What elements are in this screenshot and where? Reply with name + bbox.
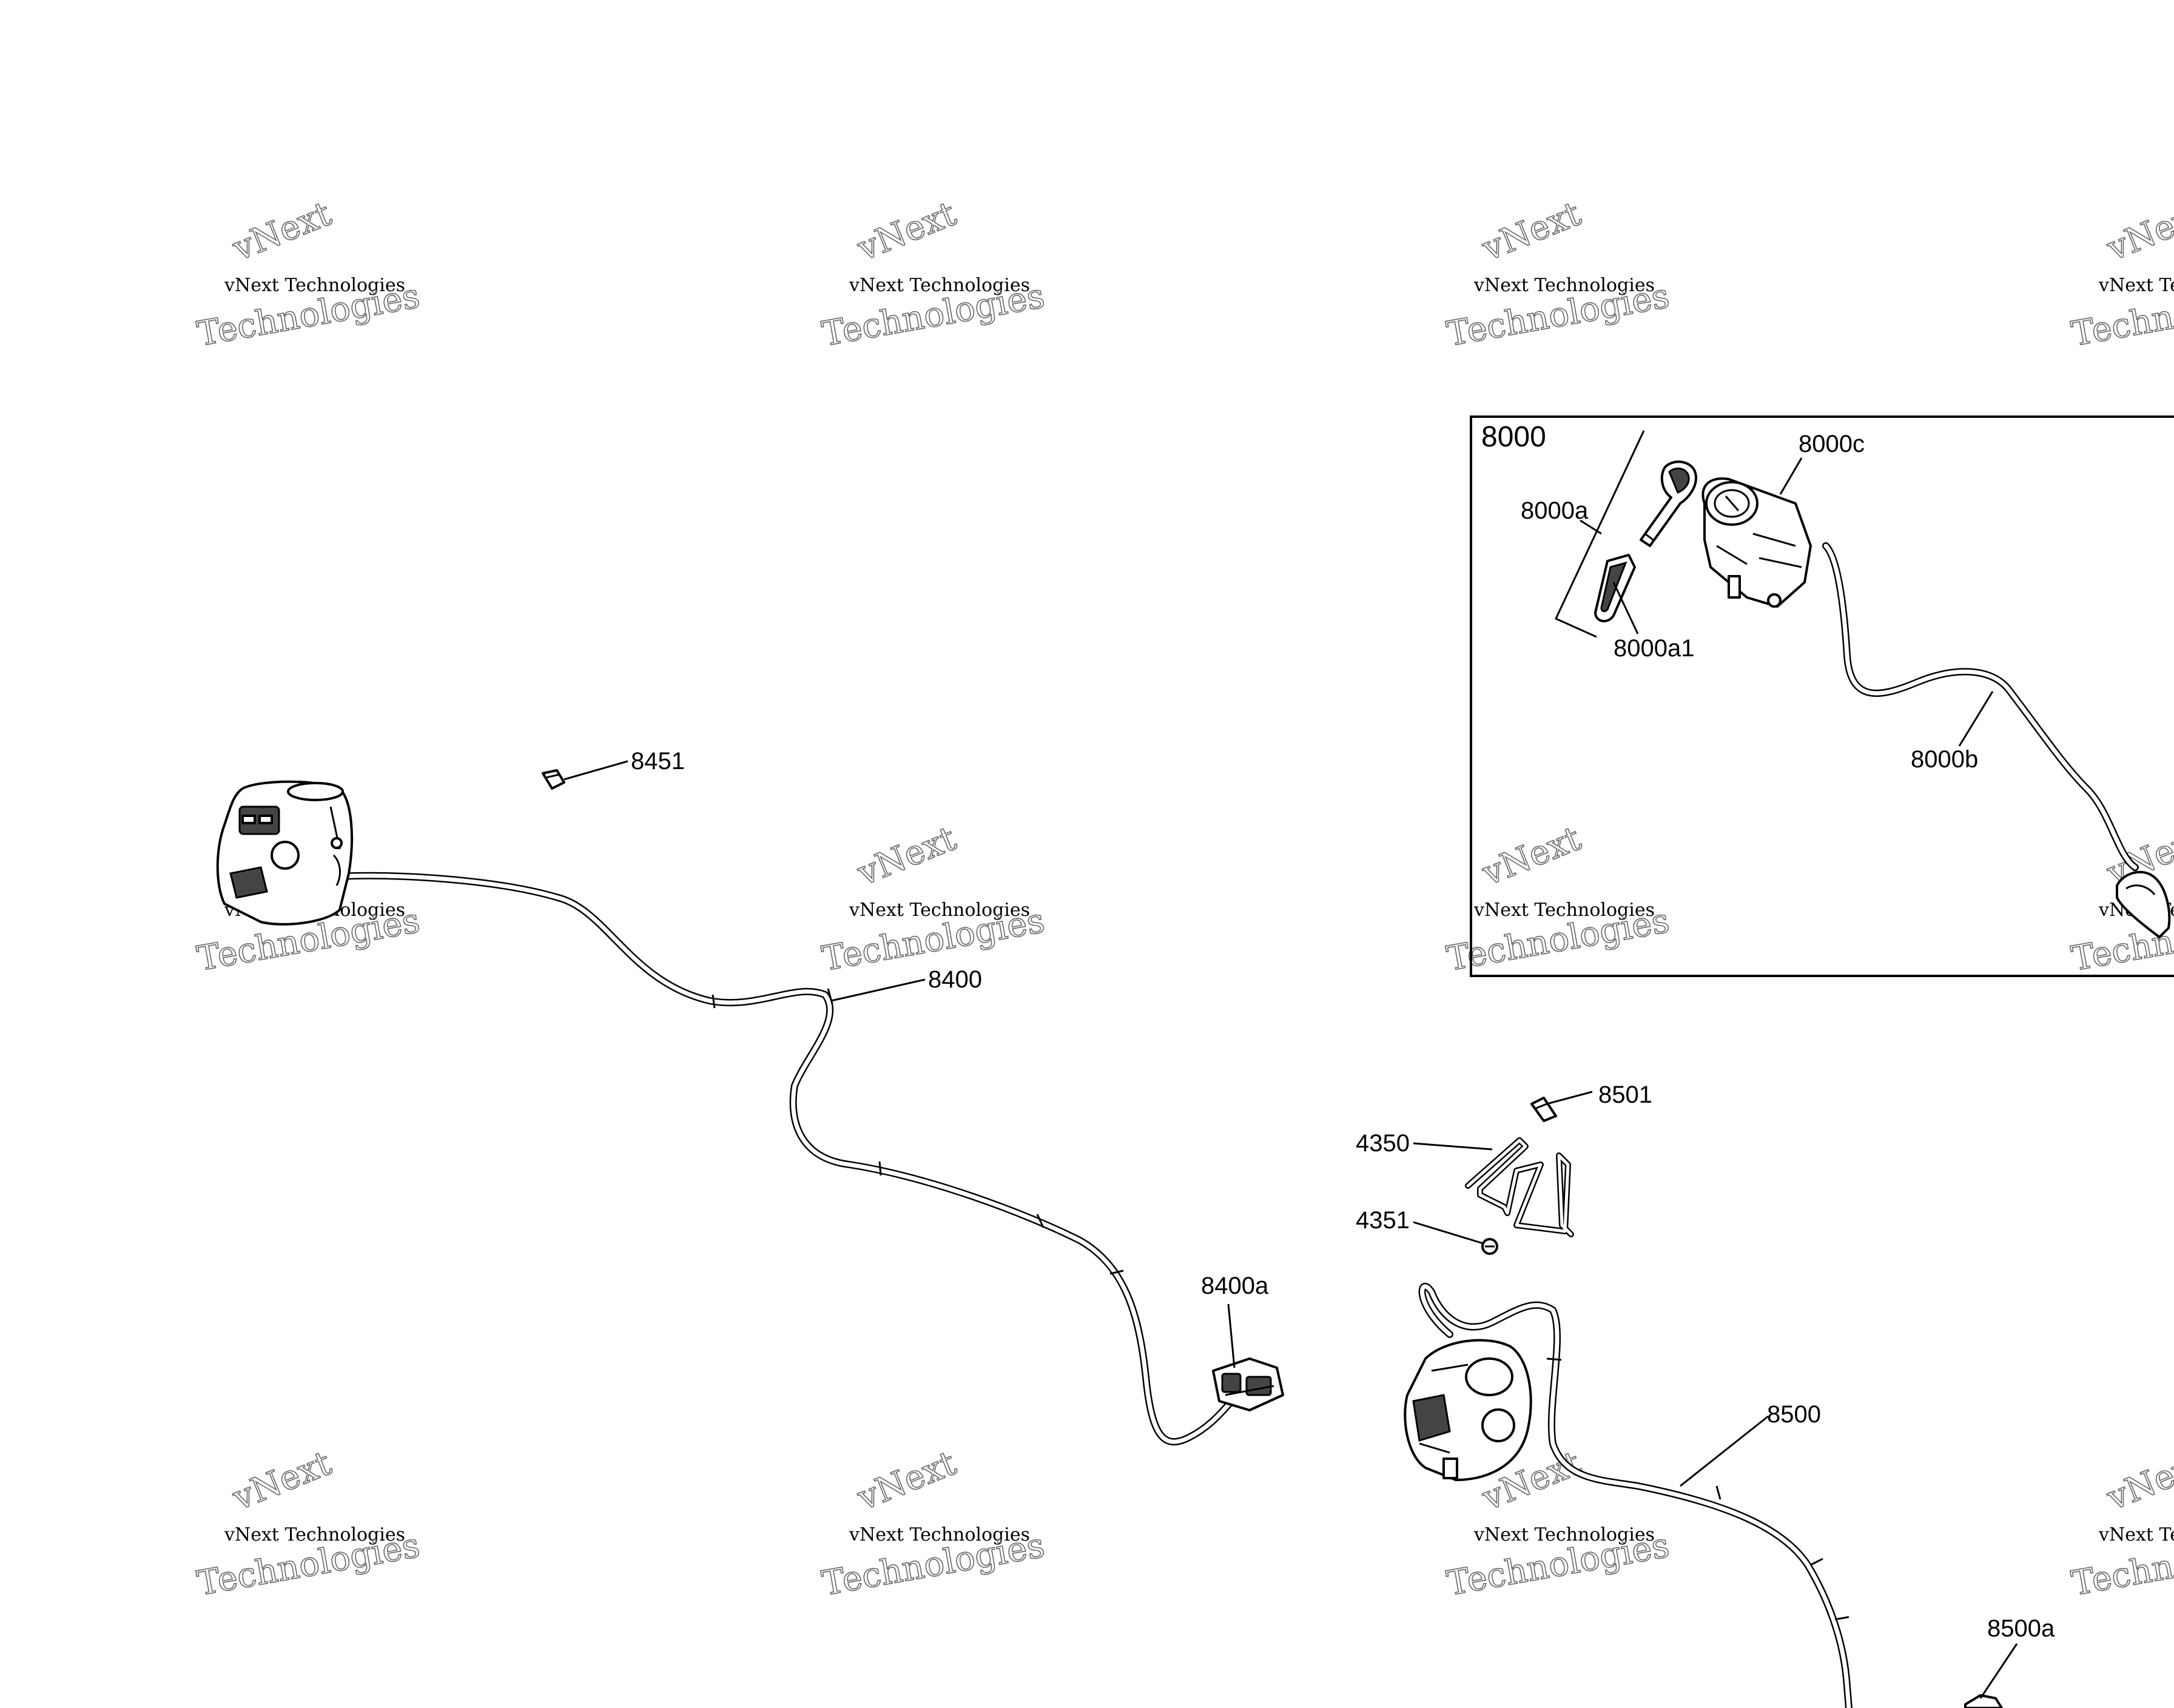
leader-8000b	[1958, 691, 1994, 747]
label-8500a: 8500a	[1987, 1615, 2055, 1642]
clip-icon[interactable]	[1530, 1097, 1557, 1122]
watermark-r3-c1: vNext vNext Technologies Technologies	[194, 1443, 423, 1604]
watermark-text: vNext Technologies	[2098, 275, 2174, 296]
watermark-big-top: vNext	[2101, 1444, 2174, 1519]
watermark-big-top: vNext	[1476, 194, 1586, 269]
cable-8400	[336, 872, 1241, 1446]
watermark-r3-c2: vNext vNext Technologies Technologies	[819, 1443, 1048, 1604]
label-8451: 8451	[631, 748, 685, 775]
left-handlebar-switch-icon[interactable]	[216, 780, 353, 926]
watermark-big-top: vNext	[227, 194, 337, 269]
cable-8000b	[1822, 542, 2139, 871]
leader-4351	[1413, 1221, 1484, 1245]
watermarks: vNext vNext Technologies Technologies vN…	[194, 193, 2174, 1604]
harness-8500: 8500 8500a	[1404, 1283, 2055, 1708]
leader-4350	[1413, 1142, 1493, 1151]
watermark-r1-c3: vNext vNext Technologies Technologies	[1444, 193, 1673, 355]
leader-8400a	[1227, 1303, 1236, 1368]
connector-icon[interactable]	[1212, 1357, 1284, 1411]
label-8400a: 8400a	[1201, 1273, 1269, 1299]
label-8000a1: 8000a1	[1614, 635, 1694, 662]
label-8501: 8501	[1598, 1081, 1652, 1108]
watermark-text: vNext Technologies	[224, 1524, 405, 1545]
watermark-r1-c4: vNext vNext Technologies Technologies	[2068, 193, 2174, 355]
watermark-big-top: vNext	[1476, 819, 1586, 894]
watermark-text: vNext Technologies	[1473, 275, 1655, 296]
inset-8000: 8000	[1470, 415, 2174, 977]
watermark-text: vNext Technologies	[2098, 1524, 2174, 1545]
leader-8400	[830, 978, 926, 1002]
label-4351: 4351	[1356, 1207, 1410, 1234]
watermark-text: vNext Technologies	[849, 275, 1030, 296]
label-8000a: 8000a	[1521, 497, 1589, 524]
label-8500: 8500	[1767, 1401, 1821, 1428]
label-4350: 4350	[1356, 1130, 1410, 1157]
bracket-8000a	[1554, 430, 1645, 638]
leader-8451	[564, 760, 628, 781]
bracket-group: 8501 4350 4351	[1356, 1081, 1652, 1255]
watermark-r1-c2: vNext vNext Technologies Technologies	[819, 193, 1048, 355]
watermark-big-top: vNext	[852, 194, 961, 269]
label-8400: 8400	[928, 966, 982, 993]
harness-8400: 8451 8400 8400a	[216, 748, 1284, 1446]
label-8000b: 8000b	[1911, 746, 1978, 773]
leader-8000a1	[1612, 582, 1639, 634]
label-8000c: 8000c	[1799, 431, 1865, 457]
key-cover-icon[interactable]	[1594, 554, 1636, 622]
watermark-text: vNext Technologies	[1473, 1524, 1655, 1545]
watermark-r3-c4: vNext vNext Technologies Technologies	[2068, 1443, 2174, 1604]
watermark-text: vNext Technologies	[849, 1524, 1030, 1545]
watermark-text: vNext Technologies	[224, 275, 405, 296]
watermark-r2-c3: vNext vNext Technologies Technologies	[1444, 818, 1673, 980]
leader-8000a	[1580, 519, 1602, 535]
watermark-big-top: vNext	[852, 819, 961, 894]
watermark-r1-c1: vNext vNext Technologies Technologies	[194, 193, 423, 355]
leader-8500a	[1979, 1643, 2018, 1699]
watermark-big-top: vNext	[852, 1444, 961, 1519]
leader-8501	[1546, 1091, 1593, 1105]
watermark-text: vNext Technologies	[1473, 899, 1655, 921]
inset-frame	[1470, 415, 2174, 977]
leader-8500	[1680, 1415, 1769, 1487]
antenna-icon	[2116, 870, 2171, 938]
connector-icon[interactable]	[1964, 1694, 2003, 1708]
screw-icon[interactable]	[1481, 1238, 1498, 1255]
key-icon[interactable]	[1640, 460, 1697, 547]
inset-title: 8000	[1481, 421, 1546, 453]
watermark-big-top: vNext	[227, 1444, 337, 1519]
clip-icon[interactable]	[542, 769, 565, 790]
leader-8000c	[1779, 457, 1803, 495]
right-handlebar-switch-icon[interactable]	[1404, 1339, 1532, 1481]
watermark-big-top: vNext	[2101, 194, 2174, 269]
ignition-switch-icon[interactable]	[1701, 477, 1812, 608]
watermark-r2-c2: vNext vNext Technologies Technologies	[819, 818, 1048, 980]
watermark-text: vNext Technologies	[849, 899, 1030, 921]
wire-bracket-icon[interactable]	[1465, 1137, 1574, 1237]
